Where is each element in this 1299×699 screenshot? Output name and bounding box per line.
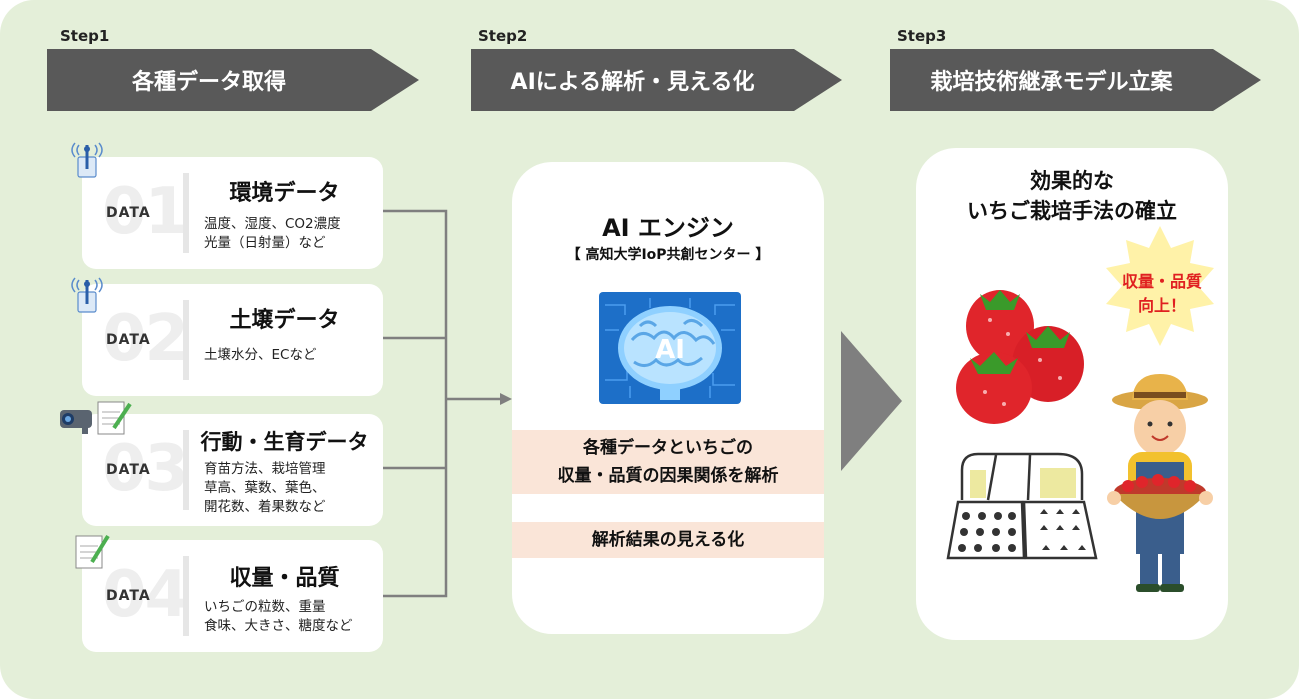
card-data-tag: DATA	[106, 205, 151, 221]
visualization-band: 解析結果の見える化	[512, 522, 824, 558]
burst-line: 向上！	[1137, 296, 1186, 315]
card-desc-line: 開花数、着果数など	[204, 499, 326, 515]
card-desc-line: 光量（日射量）など	[204, 235, 326, 251]
plant-sprout-pattern	[1040, 509, 1086, 550]
connector-bracket	[383, 209, 448, 598]
yield-quality-burst-text: 収量・品質 向上！	[1112, 270, 1212, 318]
step2-label: Step2	[478, 27, 528, 45]
card-desc-line: 草高、葉数、葉色、	[204, 480, 326, 496]
step2-title: AIによる解析・見える化	[510, 70, 755, 95]
step2-banner: AIによる解析・見える化	[471, 49, 842, 111]
card-desc-line: 土壌水分、ECなど	[204, 347, 317, 363]
data-card-soil: 02 DATA 土壌データ 土壌水分、ECなど	[82, 284, 383, 396]
card-divider	[183, 300, 189, 380]
result-title-line: いちご栽培手法の確立	[967, 199, 1177, 223]
data-card-environment: 01 DATA 環境データ 温度、湿度、CO2濃度 光量（日射量）など	[82, 157, 383, 269]
step1-banner: 各種データ取得	[47, 49, 419, 111]
strawberry-icon	[956, 352, 1032, 424]
notepad-icon	[75, 534, 110, 569]
card-desc-line: 温度、湿度、CO2濃度	[204, 216, 341, 232]
card-title: 環境データ	[229, 181, 340, 206]
card-desc-line: いちごの粒数、重量	[204, 599, 326, 615]
big-arrow-to-step3	[841, 331, 902, 471]
card-data-tag: DATA	[106, 332, 151, 348]
analysis-band-line: 各種データといちごの	[583, 438, 753, 458]
card-number: 04	[102, 558, 189, 632]
card-description: 土壌水分、ECなど	[204, 346, 316, 365]
connector-arrowhead	[500, 393, 512, 405]
card-title: 土壌データ	[229, 308, 340, 333]
card-title: 収量・品質	[229, 566, 340, 591]
card-number: 03	[102, 432, 189, 506]
card-divider	[183, 556, 189, 636]
seedling-tray-pattern	[958, 512, 1016, 552]
data-card-yield: 04 DATA 収量・品質 いちごの粒数、重量 食味、大きさ、糖度など	[82, 540, 383, 652]
result-title-line: 効果的な	[1030, 169, 1114, 193]
farmer-icon	[1107, 374, 1213, 592]
card-divider	[183, 173, 189, 253]
strawberry-icon	[966, 290, 1034, 362]
ai-engine-subtitle: 【 高知大学IoP共創センター 】	[566, 247, 770, 263]
step3-label: Step3	[897, 27, 947, 45]
analysis-band: 各種データといちごの 収量・品質の因果関係を解析	[512, 430, 824, 494]
card-number: 02	[102, 302, 189, 376]
result-title: 効果的な いちご栽培手法の確立	[916, 166, 1228, 226]
ai-chip-label: AI	[655, 335, 685, 365]
sensor-antenna-icon	[71, 142, 103, 178]
card-description: 育苗方法、栽培管理 草高、葉数、葉色、 開花数、着果数など	[204, 460, 326, 517]
analysis-band-line: 収量・品質の因果関係を解析	[557, 466, 779, 486]
card-divider	[183, 430, 189, 510]
greenhouse-icon	[946, 452, 1098, 560]
card-desc-line: 食味、大きさ、糖度など	[204, 618, 353, 634]
card-desc-line: 育苗方法、栽培管理	[204, 461, 326, 477]
card-description: 温度、湿度、CO2濃度 光量（日射量）など	[204, 215, 341, 253]
step1-label: Step1	[60, 27, 110, 45]
sensor-antenna-icon	[71, 277, 103, 313]
card-title: 行動・生育データ	[200, 430, 369, 454]
camera-notepad-icon	[60, 401, 132, 435]
starburst-badge	[1106, 226, 1214, 346]
step3-banner: 栽培技術継承モデル立案	[890, 49, 1261, 111]
step1-title: 各種データ取得	[131, 70, 286, 95]
data-card-growth: 03 DATA 行動・生育データ 育苗方法、栽培管理 草高、葉数、葉色、 開花数…	[82, 414, 383, 526]
ai-engine-title: AI エンジン	[602, 214, 734, 242]
card-data-tag: DATA	[106, 588, 151, 604]
card-description: いちごの粒数、重量 食味、大きさ、糖度など	[204, 598, 353, 636]
card-number: 01	[102, 175, 189, 249]
ai-brain-chip-icon	[599, 292, 741, 404]
step3-title: 栽培技術継承モデル立案	[930, 70, 1173, 95]
burst-line: 収量・品質	[1121, 272, 1202, 291]
card-data-tag: DATA	[106, 462, 151, 478]
